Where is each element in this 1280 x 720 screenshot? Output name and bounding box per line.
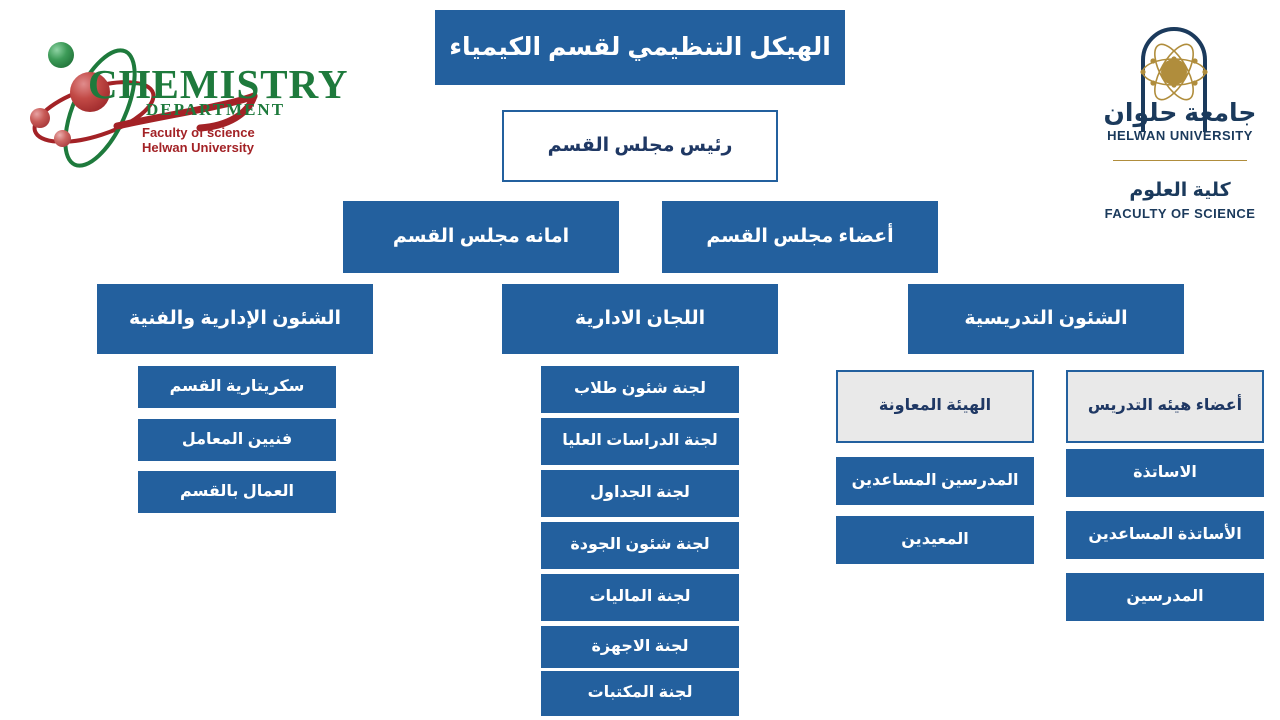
node-committee-schedules[interactable]: لجنة الجداول — [541, 470, 739, 517]
column-heading-administrative-technical-affairs[interactable]: الشئون الإدارية والفنية — [97, 284, 373, 354]
node-committee-equipment[interactable]: لجنة الاجهزة — [541, 626, 739, 668]
column-heading-administrative-committees[interactable]: اللجان الادارية — [502, 284, 778, 354]
node-committee-postgraduate-studies[interactable]: لجنة الدراسات العليا — [541, 418, 739, 465]
department-wordmark: DEPARTMENT — [146, 100, 286, 119]
helwan-university-logo: جامعة حلوان HELWAN UNIVERSITY كلية العلو… — [1095, 12, 1265, 224]
page-title: الهيكل التنظيمي لقسم الكيمياء — [435, 10, 845, 85]
node-assistant-lecturers[interactable]: المدرسين المساعدين — [836, 457, 1034, 505]
chemistry-wordmark: CHEMISTRY — [88, 61, 349, 107]
helwan-arabic-name: جامعة حلوان — [1103, 99, 1257, 127]
chemistry-department-logo: CHEMISTRY DEPARTMENT Faculty of science … — [22, 30, 347, 190]
node-teaching-assistants[interactable]: المعيدين — [836, 516, 1034, 564]
atom-sphere-red-tiny — [54, 130, 71, 147]
node-department-workers[interactable]: العمال بالقسم — [138, 471, 336, 513]
node-council-secretariat[interactable]: امانه مجلس القسم — [343, 201, 619, 273]
node-committee-libraries[interactable]: لجنة المكتبات — [541, 671, 739, 716]
atom-sphere-green — [48, 42, 74, 68]
node-head-of-department[interactable]: رئيس مجلس القسم — [502, 110, 778, 182]
chemistry-faculty-line-1: Faculty of science — [142, 125, 255, 140]
faculty-of-science-arabic: كلية العلوم — [1129, 180, 1231, 201]
node-lecturers[interactable]: المدرسين — [1066, 573, 1264, 621]
atom-sphere-red-large — [70, 72, 110, 112]
node-lab-technicians[interactable]: فنيين المعامل — [138, 419, 336, 461]
group-title-assisting-staff[interactable]: الهيئة المعاونة — [836, 370, 1034, 443]
chemistry-faculty-line-2: Helwan University — [142, 140, 254, 155]
group-title-faculty-members[interactable]: أعضاء هيئه التدريس — [1066, 370, 1264, 443]
node-professors[interactable]: الاساتذة — [1066, 449, 1264, 497]
node-committee-quality-affairs[interactable]: لجنة شئون الجودة — [541, 522, 739, 569]
helwan-divider — [1113, 160, 1247, 161]
node-assistant-professors[interactable]: الأساتذة المساعدين — [1066, 511, 1264, 559]
helwan-english-name: HELWAN UNIVERSITY — [1107, 128, 1253, 143]
faculty-of-science-english: FACULTY OF SCIENCE — [1104, 206, 1256, 221]
node-committee-finance[interactable]: لجنة الماليات — [541, 574, 739, 621]
node-council-members[interactable]: أعضاء مجلس القسم — [662, 201, 938, 273]
node-committee-student-affairs[interactable]: لجنة شئون طلاب — [541, 366, 739, 413]
helwan-arch-atom-icon — [1140, 27, 1208, 132]
column-heading-teaching-affairs[interactable]: الشئون التدريسية — [908, 284, 1184, 354]
node-department-secretariat[interactable]: سكريتارية القسم — [138, 366, 336, 408]
atom-sphere-red-small — [30, 108, 50, 128]
